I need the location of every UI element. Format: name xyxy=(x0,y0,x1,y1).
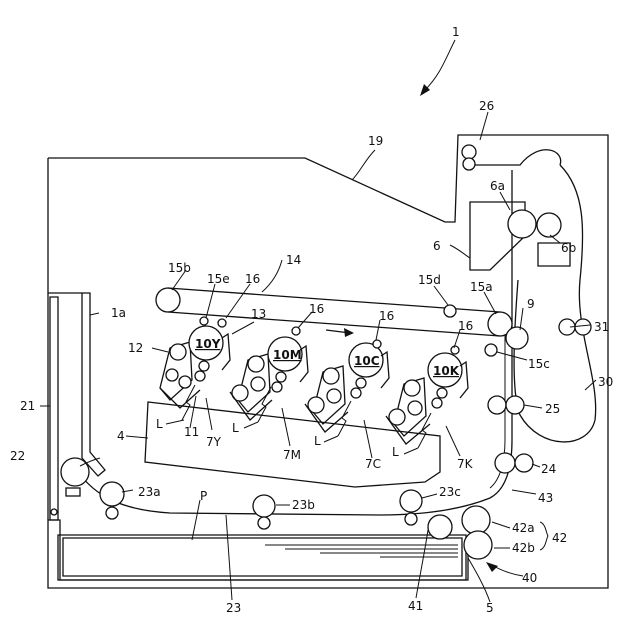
pressure-roller-6b xyxy=(537,213,561,237)
label-7m: 7M xyxy=(283,448,301,462)
label-16-m: 16 xyxy=(309,302,324,316)
label-16-top: 16 xyxy=(245,272,260,286)
label-14: 14 xyxy=(286,253,301,267)
label-43: 43 xyxy=(538,491,553,505)
label-l-m: L xyxy=(232,421,239,435)
label-16-c: 16 xyxy=(379,309,394,323)
reference-labels: 1 26 19 6a 6 6b 14 15b 15e 16 15d 15a 1a… xyxy=(10,25,613,615)
label-16-k: 16 xyxy=(458,319,473,333)
duplex-guide xyxy=(463,150,561,165)
guide-frame-1a xyxy=(82,293,105,476)
label-6a: 6a xyxy=(490,179,505,193)
roller-pair-9 xyxy=(506,327,528,349)
label-31: 31 xyxy=(594,320,609,334)
image-forming-unit-7k xyxy=(386,346,468,444)
label-26: 26 xyxy=(479,99,494,113)
label-15e: 15e xyxy=(207,272,230,286)
manual-feed-tray xyxy=(50,297,58,520)
label-10y: 10Y xyxy=(195,337,221,351)
label-10c: 10C xyxy=(354,354,380,368)
label-15c: 15c xyxy=(528,357,550,371)
fixing-roller-6a xyxy=(508,210,536,238)
label-15d: 15d xyxy=(418,273,441,287)
label-5: 5 xyxy=(486,601,494,615)
label-10k: 10K xyxy=(433,364,460,378)
exit-roller-pair xyxy=(462,145,476,170)
label-23: 23 xyxy=(226,601,241,615)
separation-rollers-42 xyxy=(462,506,492,559)
label-p: P xyxy=(200,489,207,503)
label-21: 21 xyxy=(20,399,35,413)
label-7y: 7Y xyxy=(206,435,222,449)
label-23a: 23a xyxy=(138,485,161,499)
label-41: 41 xyxy=(408,599,423,613)
bracket-42 xyxy=(540,522,548,550)
label-6b: 6b xyxy=(561,241,576,255)
label-7c: 7C xyxy=(365,457,381,471)
label-15b: 15b xyxy=(168,261,191,275)
label-19: 19 xyxy=(368,134,383,148)
label-l-y: L xyxy=(156,417,163,431)
label-23b: 23b xyxy=(292,498,315,512)
label-25: 25 xyxy=(545,402,560,416)
label-10m: 10M xyxy=(273,348,302,362)
label-12: 12 xyxy=(128,341,143,355)
label-40: 40 xyxy=(522,571,537,585)
image-forming-unit-7m xyxy=(230,327,308,420)
label-9: 9 xyxy=(527,297,535,311)
label-42: 42 xyxy=(552,531,567,545)
label-42a: 42a xyxy=(512,521,535,535)
image-forming-unit-7y xyxy=(160,319,230,408)
label-42b: 42b xyxy=(512,541,535,555)
label-23c: 23c xyxy=(439,485,461,499)
label-6: 6 xyxy=(433,239,441,253)
roller-pair-24 xyxy=(495,453,533,473)
label-1a: 1a xyxy=(111,306,126,320)
roller-23a xyxy=(100,482,124,519)
roller-23b xyxy=(253,495,275,529)
label-30: 30 xyxy=(598,375,613,389)
label-4: 4 xyxy=(117,429,125,443)
label-24: 24 xyxy=(541,462,556,476)
label-15a: 15a xyxy=(470,280,493,294)
pickup-roller-41 xyxy=(428,515,452,539)
label-11: 11 xyxy=(184,425,199,439)
label-l-k: L xyxy=(392,445,399,459)
label-22: 22 xyxy=(10,449,25,463)
fixing-unit xyxy=(470,202,570,270)
belt-direction-arrow xyxy=(326,328,354,337)
roller-23c xyxy=(400,490,422,525)
roller-pair-25 xyxy=(488,396,524,414)
label-l-c: L xyxy=(314,434,321,448)
label-1: 1 xyxy=(452,25,460,39)
paper-cassette xyxy=(58,535,466,580)
label-13: 13 xyxy=(251,307,266,321)
label-7k: 7K xyxy=(457,457,474,471)
